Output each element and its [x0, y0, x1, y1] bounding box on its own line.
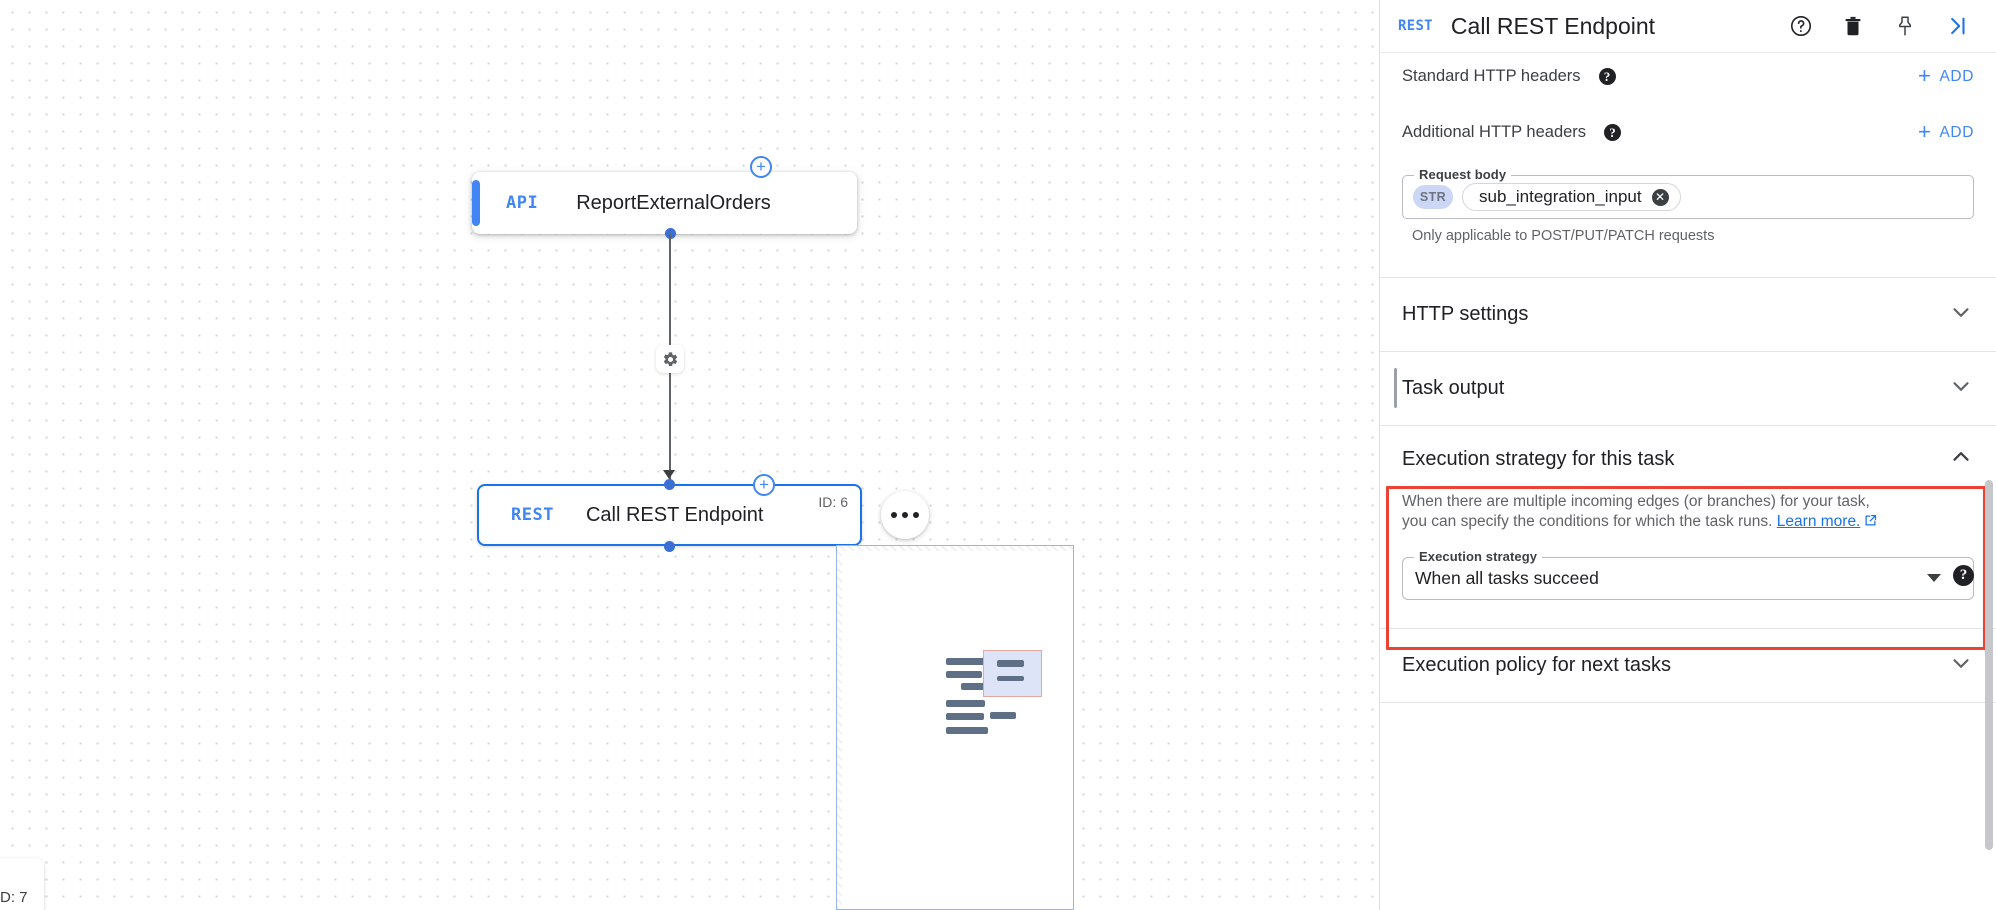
add-additional-header-button[interactable]: + ADD: [1918, 118, 1974, 144]
minimap-bar: [961, 683, 991, 690]
panel-header: REST Call REST Endpoint: [1380, 0, 1996, 53]
request-body-value-row[interactable]: STR sub_integration_input ✕: [1403, 176, 1973, 218]
additional-http-headers-label: Additional HTTP headers: [1402, 123, 1587, 141]
node-output-port[interactable]: [664, 541, 675, 552]
chevron-down-icon[interactable]: [1948, 373, 1974, 404]
variable-type-pill: STR: [1413, 185, 1453, 209]
add-node-handle-top[interactable]: [750, 156, 772, 178]
partial-node-id-label: D: 7: [0, 889, 28, 906]
execution-strategy-value: When all tasks succeed: [1415, 567, 1599, 588]
execution-strategy-select[interactable]: Execution strategy When all tasks succee…: [1402, 548, 1974, 600]
add-node-handle-bottom[interactable]: [753, 474, 775, 496]
task-output-accordion[interactable]: Task output: [1380, 352, 1996, 425]
request-body-legend: Request body: [1414, 167, 1512, 182]
execution-strategy-description: When there are multiple incoming edges (…: [1380, 492, 1996, 534]
divider: [1380, 701, 1996, 703]
http-settings-accordion[interactable]: HTTP settings: [1380, 278, 1996, 351]
gear-icon[interactable]: [656, 345, 684, 373]
minimap-bar: [946, 671, 982, 678]
chevron-down-icon[interactable]: [1927, 574, 1941, 583]
help-icon[interactable]: ?: [1953, 565, 1974, 586]
close-icon[interactable]: ✕: [1651, 188, 1669, 206]
chevron-down-icon[interactable]: [1948, 299, 1974, 330]
minimap-bar: [946, 658, 990, 665]
partial-node[interactable]: [0, 858, 44, 910]
execution-strategy-legend: Execution strategy: [1414, 548, 1543, 564]
execution-strategy-description-line1: When there are multiple incoming edges (…: [1402, 493, 1870, 510]
node-type-badge: REST: [511, 505, 554, 525]
additional-http-headers-row: Additional HTTP headers ? + ADD: [1380, 100, 1996, 165]
edge-arrowhead: [663, 470, 675, 479]
page-title: Call REST Endpoint: [1450, 12, 1656, 39]
request-body-hint: Only applicable to POST/PUT/PATCH reques…: [1412, 228, 1715, 244]
help-icon[interactable]: ?: [1598, 68, 1616, 85]
node-output-port[interactable]: [665, 228, 676, 239]
standard-http-headers-row: Standard HTTP headers ? + ADD: [1380, 53, 1996, 100]
task-output-title: Task output: [1402, 377, 1505, 399]
node-call-rest-endpoint[interactable]: REST Call REST Endpoint ID: 6: [477, 484, 862, 546]
divider: [1380, 277, 1996, 278]
panel-body[interactable]: Standard HTTP headers ? + ADD Additional…: [1380, 53, 1996, 910]
add-standard-header-button[interactable]: + ADD: [1918, 62, 1974, 88]
execution-strategy-select-row[interactable]: When all tasks succeed: [1403, 558, 1973, 599]
minimap-inner: [842, 551, 1073, 909]
dot: [913, 512, 919, 518]
node-title: Call REST Endpoint: [585, 503, 764, 526]
minimap-bar: [946, 727, 988, 734]
execution-strategy-title: Execution strategy for this task: [1402, 447, 1675, 470]
node-input-port[interactable]: [664, 479, 675, 490]
task-config-panel: REST Call REST Endpoint: [1379, 0, 1996, 910]
dot: [891, 512, 897, 518]
task-output-marker: [1394, 368, 1397, 408]
chevron-down-icon[interactable]: [1948, 650, 1974, 681]
collapse-panel-icon[interactable]: [1944, 13, 1970, 39]
minimap-viewport[interactable]: [983, 650, 1042, 697]
minimap-bar: [997, 676, 1024, 681]
minimap-bar: [990, 712, 1016, 719]
panel-header-actions: [1788, 13, 1970, 39]
delete-icon[interactable]: [1840, 13, 1866, 39]
divider: [1380, 351, 1996, 352]
panel-scrollbar[interactable]: [1985, 480, 1993, 850]
execution-policy-title: Execution policy for next tasks: [1402, 653, 1672, 676]
panel-type-badge: REST: [1398, 18, 1433, 34]
dot: [902, 512, 908, 518]
add-label: ADD: [1939, 123, 1974, 141]
learn-more-link[interactable]: Learn more.: [1776, 512, 1861, 530]
node-type-badge: API: [506, 193, 539, 213]
more-options-icon[interactable]: [881, 491, 929, 539]
node-id-label: ID: 6: [818, 494, 848, 510]
standard-http-headers-label: Standard HTTP headers: [1402, 67, 1581, 85]
plus-icon: +: [1918, 62, 1932, 88]
pin-icon[interactable]: [1892, 13, 1918, 39]
minimap-bar: [997, 660, 1024, 667]
workflow-canvas[interactable]: API ReportExternalOrders REST Call REST …: [0, 0, 1379, 910]
http-settings-title: HTTP settings: [1402, 303, 1529, 325]
execution-policy-accordion[interactable]: Execution policy for next tasks: [1380, 629, 1996, 702]
node-accent-bar: [472, 180, 480, 226]
variable-chip[interactable]: sub_integration_input ✕: [1462, 183, 1681, 211]
plus-icon: +: [1918, 118, 1932, 144]
minimap-bar: [946, 713, 984, 720]
canvas-minimap[interactable]: [836, 545, 1074, 910]
node-report-external-orders[interactable]: API ReportExternalOrders: [472, 172, 857, 234]
execution-strategy-description-line2: you can specify the conditions for which…: [1402, 512, 1773, 530]
variable-chip-label: sub_integration_input: [1479, 187, 1642, 206]
minimap-bar: [946, 700, 985, 707]
help-icon[interactable]: [1788, 13, 1814, 39]
help-icon[interactable]: ?: [1604, 124, 1622, 141]
node-title: ReportExternalOrders: [576, 191, 771, 214]
divider: [1380, 425, 1996, 426]
external-link-icon[interactable]: [1863, 513, 1878, 534]
add-label: ADD: [1939, 67, 1974, 85]
execution-strategy-section: Execution strategy for this task When th…: [1380, 426, 1996, 600]
chevron-up-icon[interactable]: [1948, 444, 1974, 475]
divider: [1380, 627, 1996, 629]
request-body-field[interactable]: Request body STR sub_integration_input ✕: [1402, 167, 1974, 219]
execution-strategy-accordion[interactable]: Execution strategy for this task: [1380, 426, 1996, 492]
